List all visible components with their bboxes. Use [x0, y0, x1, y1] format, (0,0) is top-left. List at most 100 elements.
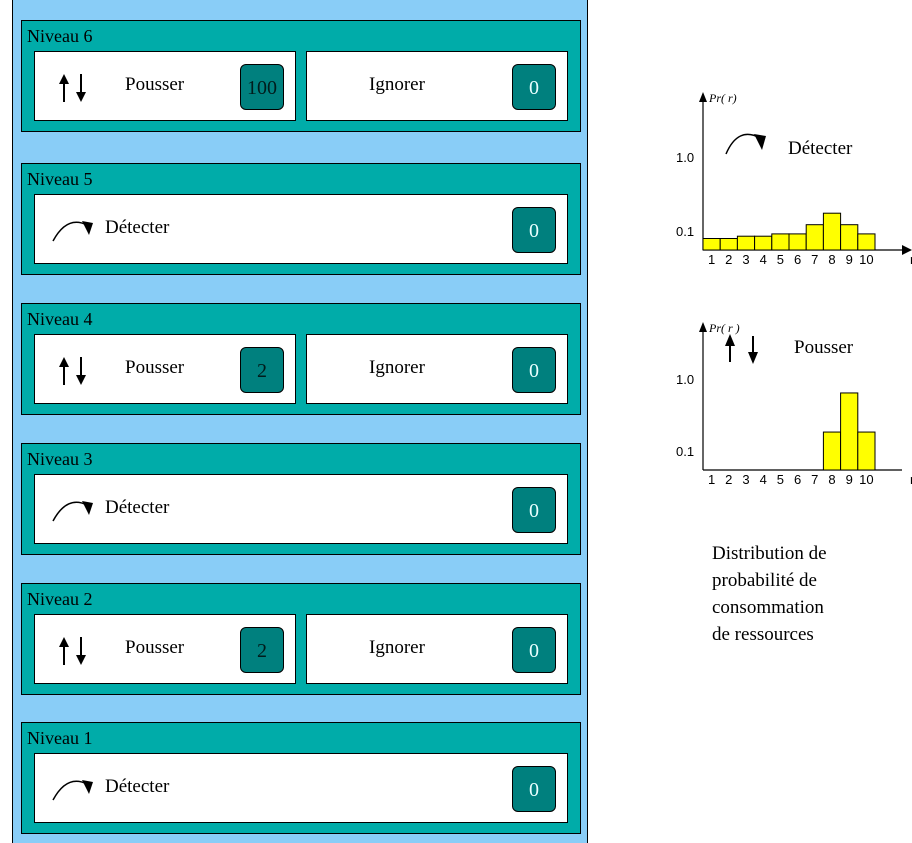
- bar: [857, 431, 876, 471]
- y-tick-label: 1.0: [676, 150, 694, 165]
- level-5: Niveau 5 Détecter 0: [21, 163, 581, 275]
- x-tick-label: 10: [859, 472, 873, 487]
- x-tick-label: 1: [708, 252, 715, 267]
- action-label: Pousser: [125, 74, 185, 95]
- level-actions: Détecter 0: [34, 194, 568, 264]
- x-tick-label: 4: [760, 252, 767, 267]
- action-counter: 2: [240, 347, 284, 393]
- pousser-action[interactable]: Pousser 2: [34, 614, 296, 684]
- x-tick-label: 2: [725, 472, 732, 487]
- level-title: Niveau 6: [27, 26, 93, 46]
- level-actions: Pousser 100 Ignorer 0: [34, 51, 568, 121]
- action-counter: 0: [512, 766, 556, 812]
- action-counter: 100: [240, 64, 284, 110]
- bar: [736, 235, 756, 251]
- action-counter: 0: [512, 207, 556, 253]
- level-title: Niveau 2: [27, 589, 93, 609]
- chart-title: Pousser: [794, 337, 854, 358]
- bar: [822, 431, 842, 471]
- x-tick-label: 6: [794, 252, 801, 267]
- x-tick-label: 10: [859, 252, 873, 267]
- y-tick-label: 0.1: [676, 444, 694, 459]
- x-tick-label: 8: [828, 252, 835, 267]
- level-title: Niveau 3: [27, 449, 93, 469]
- x-tick-label: 5: [777, 252, 784, 267]
- action-label: Pousser: [125, 637, 185, 658]
- chart-svg: Pr( r)0.11.012345678910rDétecter: [676, 91, 912, 267]
- caption-line: de ressources: [712, 624, 814, 645]
- x-tick-label: 6: [794, 472, 801, 487]
- level-2: Niveau 2 Pousser 2 Ignorer 0: [21, 583, 581, 695]
- level-4: Niveau 4 Pousser 2 Ignorer 0: [21, 303, 581, 415]
- x-tick-label: 1: [708, 472, 715, 487]
- bar: [754, 235, 773, 251]
- bar: [857, 233, 876, 251]
- action-label: Ignorer: [369, 357, 425, 378]
- curved-arrow-icon: [52, 780, 93, 801]
- action-counter: 0: [512, 64, 556, 110]
- bar: [702, 238, 721, 251]
- chart-svg: Pr( r )0.11.012345678910rPousser: [676, 321, 912, 487]
- x-tick-label: 2: [725, 252, 732, 267]
- pousser-action[interactable]: Pousser 2: [34, 334, 296, 404]
- action-label: Ignorer: [369, 74, 425, 95]
- bar: [822, 212, 842, 251]
- curved-arrow-icon: [52, 221, 93, 242]
- x-axis-arrow: [902, 245, 912, 255]
- up-down-arrows-icon: [725, 334, 758, 364]
- x-axis-label: r: [910, 252, 912, 267]
- y-axis-arrow: [699, 322, 707, 332]
- curved-arrow-icon: [725, 133, 766, 155]
- action-counter: 2: [240, 627, 284, 673]
- x-tick-label: 5: [777, 472, 784, 487]
- chart-pousser: Pr( r )0.11.012345678910rPousser: [676, 320, 912, 490]
- x-axis-label: r: [910, 472, 912, 487]
- bar: [840, 392, 859, 471]
- ignorer-action[interactable]: Ignorer 0: [306, 614, 568, 684]
- chart-detecter: Pr( r)0.11.012345678910rDétecter: [676, 90, 912, 270]
- pousser-action[interactable]: Pousser 100: [34, 51, 296, 121]
- y-axis-label: Pr( r ): [708, 321, 740, 335]
- action-counter: 0: [512, 347, 556, 393]
- action-label: Détecter: [105, 776, 170, 797]
- up-down-arrows-icon: [59, 637, 86, 665]
- level-title: Niveau 4: [27, 309, 93, 329]
- level-6: Niveau 6 Pousser 100 Ignorer 0: [21, 20, 581, 132]
- level-actions: Pousser 2 Ignorer 0: [34, 334, 568, 404]
- bar: [719, 238, 738, 251]
- action-label: Pousser: [125, 357, 185, 378]
- ignorer-action[interactable]: Ignorer 0: [306, 334, 568, 404]
- detecter-action[interactable]: Détecter 0: [34, 194, 568, 264]
- x-tick-label: 9: [846, 252, 853, 267]
- up-down-arrows-icon: [59, 357, 86, 385]
- action-counter: 0: [512, 627, 556, 673]
- ignorer-action[interactable]: Ignorer 0: [306, 51, 568, 121]
- caption-line: probabilité de: [712, 570, 817, 591]
- level-title: Niveau 1: [27, 728, 93, 748]
- bar: [788, 233, 807, 251]
- curved-arrow-icon: [52, 501, 93, 522]
- level-title: Niveau 5: [27, 169, 93, 189]
- action-label: Détecter: [105, 217, 170, 238]
- caption-line: Distribution de: [712, 543, 827, 564]
- level-1: Niveau 1 Détecter 0: [21, 722, 581, 834]
- x-tick-label: 8: [828, 472, 835, 487]
- x-tick-label: 3: [742, 472, 749, 487]
- chart-title: Détecter: [788, 138, 853, 159]
- action-counter: 0: [512, 487, 556, 533]
- chart-caption: Distribution de probabilité de consommat…: [712, 540, 872, 648]
- action-label: Ignorer: [369, 637, 425, 658]
- y-tick-label: 0.1: [676, 224, 694, 239]
- y-tick-label: 1.0: [676, 372, 694, 387]
- detecter-action[interactable]: Détecter 0: [34, 753, 568, 823]
- y-axis-label: Pr( r): [708, 91, 737, 105]
- bar: [840, 224, 859, 251]
- x-tick-label: 7: [811, 472, 818, 487]
- level-actions: Pousser 2 Ignorer 0: [34, 614, 568, 684]
- x-tick-label: 9: [846, 472, 853, 487]
- bar: [771, 233, 790, 251]
